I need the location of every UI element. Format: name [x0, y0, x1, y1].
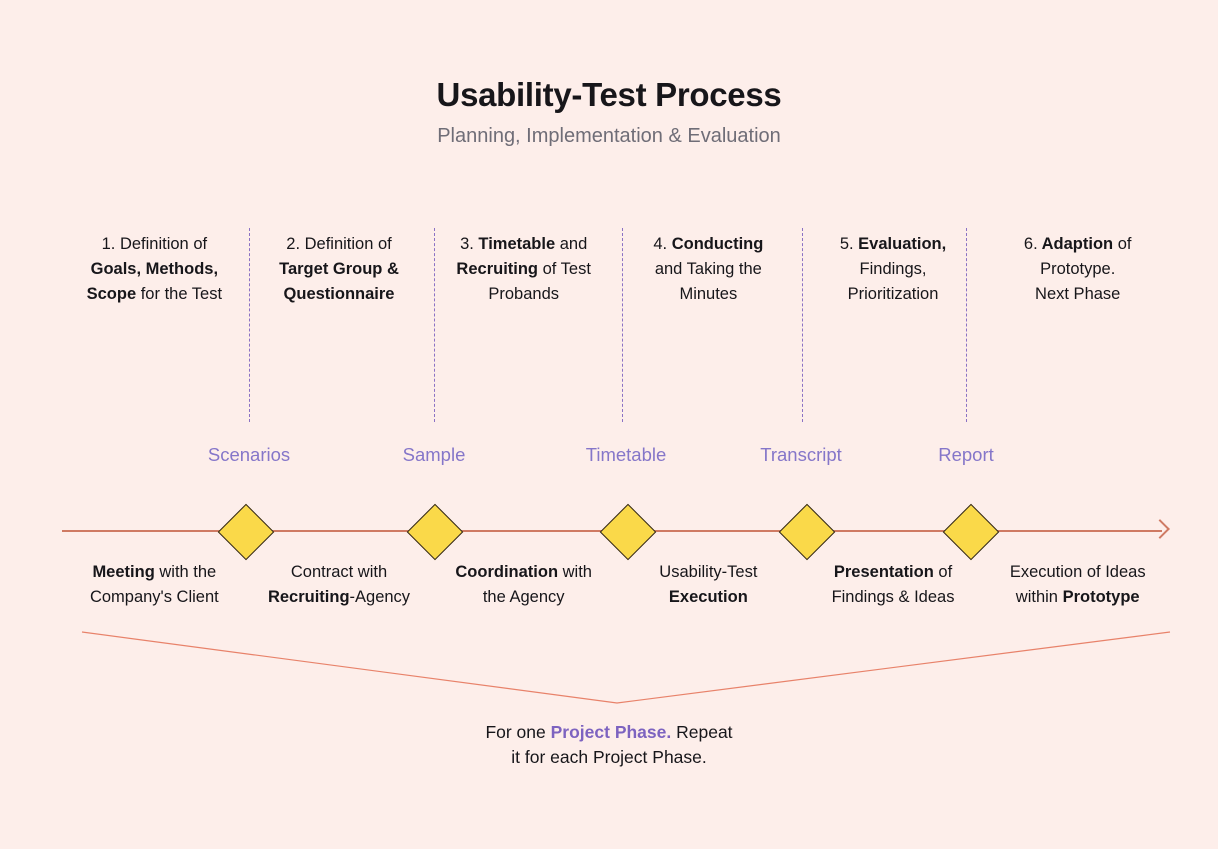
phase-number-3: 3. [460, 235, 474, 253]
activity-column-5: Presentation of Findings & Ideas [801, 560, 986, 610]
activity-1-bold: Meeting [92, 563, 155, 581]
page-subtitle: Planning, Implementation & Evaluation [437, 124, 781, 147]
phase-divider-2 [434, 228, 435, 422]
phase-5-line2: Findings, [859, 260, 927, 278]
phase-text-5: 5. Evaluation, Findings, Prioritization [807, 232, 980, 307]
activity-text-5: Presentation of Findings & Ideas [805, 560, 982, 610]
phase-4-line2: and Taking the [654, 260, 762, 278]
phase-2-line2: Target Group & [279, 260, 399, 278]
activity-column-3: Coordination with the Agency [431, 560, 616, 610]
footer-highlight: Project Phase. [550, 722, 672, 742]
activity-text-6: Execution of Ideas within Prototype [989, 560, 1166, 610]
activity-2-line2: -Agency [349, 588, 411, 606]
phase-6-line3: Next Phase [1035, 285, 1121, 303]
phase-3-line2-bold: Recruiting [456, 260, 539, 278]
activity-row: Meeting with the Company's Client Contra… [62, 560, 1170, 610]
phase-number-5: 5. [839, 235, 854, 253]
phase-1-line3-plain: for the Test [136, 285, 223, 303]
activity-column-4: Usability-Test Execution [616, 560, 801, 610]
deliverable-label-sample: Sample [402, 444, 466, 465]
phase-1-line2: Goals, Methods, [90, 260, 219, 278]
activity-column-2: Contract with Recruiting-Agency [247, 560, 432, 610]
phase-5-line1: Evaluation, [853, 235, 947, 253]
activity-6-bold: Prototype [1062, 588, 1140, 606]
phase-divider-4 [802, 228, 803, 422]
deliverable-label-scenarios: Scenarios [207, 444, 291, 465]
activity-1-line1: with the [154, 563, 217, 581]
milestone-diamond-2[interactable] [406, 503, 464, 561]
phase-3-line3: Probands [488, 285, 559, 303]
phase-1-line3-bold: Scope [86, 285, 137, 303]
phase-divider-5 [966, 228, 967, 422]
footer-part2: Repeat [671, 722, 733, 742]
phase-6-line1-bold: Adaption [1037, 235, 1114, 253]
deliverable-label-report: Report [938, 444, 994, 465]
phase-2-line1: Definition of [300, 235, 392, 253]
phase-column-6: 6. Adaption of Prototype. Next Phase [985, 232, 1170, 307]
activity-5-line2: Findings & Ideas [831, 588, 955, 606]
phase-text-1: 1. Definition of Goals, Methods, Scope f… [68, 232, 241, 307]
phase-text-2: 2. Definition of Target Group & Question… [253, 232, 426, 307]
activity-3-line2: the Agency [482, 588, 565, 606]
phase-text-4: 4. Conducting and Taking the Minutes [622, 232, 795, 307]
phase-divider-1 [249, 228, 250, 422]
activity-6-line2: within [1015, 588, 1063, 606]
activity-2-bold: Recruiting [267, 588, 350, 606]
activity-text-3: Coordination with the Agency [435, 560, 612, 610]
phase-6-line2: Prototype. [1040, 260, 1116, 278]
phase-column-5: 5. Evaluation, Findings, Prioritization [801, 232, 986, 307]
activity-column-1: Meeting with the Company's Client [62, 560, 247, 610]
phase-column-3: 3. Timetable and Recruiting of Test Prob… [431, 232, 616, 307]
activity-text-1: Meeting with the Company's Client [66, 560, 243, 610]
footer-part1: For one [485, 722, 551, 742]
milestone-diamond-3[interactable] [599, 503, 657, 561]
activity-2-line1: Contract with [290, 563, 388, 581]
phase-number-6: 6. [1023, 235, 1038, 253]
phase-description-row: 1. Definition of Goals, Methods, Scope f… [62, 232, 1170, 307]
phase-4-line1: Conducting [667, 235, 764, 253]
activity-5-line1: of [933, 563, 953, 581]
page-title: Usability-Test Process [436, 76, 782, 113]
phase-1-line1: Definition of [115, 235, 208, 253]
phase-3-line1-bold: Timetable [473, 235, 556, 253]
footer-caption: For one Project Phase. Repeat it for eac… [0, 720, 1218, 770]
activity-text-4: Usability-Test Execution [620, 560, 797, 610]
activity-column-6: Execution of Ideas within Prototype [985, 560, 1170, 610]
phase-2-line3: Questionnaire [283, 285, 395, 303]
phase-number-4: 4. [653, 235, 668, 253]
deliverable-label-transcript: Transcript [760, 444, 842, 465]
phase-divider-3 [622, 228, 623, 422]
activity-text-2: Contract with Recruiting-Agency [251, 560, 428, 610]
activity-3-bold: Coordination [455, 563, 559, 581]
phase-column-4: 4. Conducting and Taking the Minutes [616, 232, 801, 307]
activity-5-bold: Presentation [833, 563, 934, 581]
phase-column-1: 1. Definition of Goals, Methods, Scope f… [62, 232, 247, 307]
deliverable-label-timetable: Timetable [585, 444, 667, 465]
phase-3-line2-plain: of Test [538, 260, 591, 278]
phase-text-6: 6. Adaption of Prototype. Next Phase [991, 232, 1164, 307]
activity-4-line1: Usability-Test [659, 563, 758, 581]
activity-6-line1: Execution of Ideas [1009, 563, 1146, 581]
phase-column-2: 2. Definition of Target Group & Question… [247, 232, 432, 307]
activity-1-line2: Company's Client [89, 588, 219, 606]
header: Usability-Test Process Planning, Impleme… [0, 76, 1218, 148]
phase-4-line3: Minutes [679, 285, 738, 303]
phase-3-line1-plain: and [555, 235, 588, 253]
phase-6-line1-plain: of [1113, 235, 1132, 253]
activity-4-bold: Execution [668, 588, 748, 606]
timeline-arrow-icon [1150, 519, 1170, 539]
footer-line2: it for each Project Phase. [511, 747, 707, 767]
phase-5-line3: Prioritization [847, 285, 939, 303]
milestone-diamond-1[interactable] [217, 503, 275, 561]
milestone-diamond-5[interactable] [942, 503, 1000, 561]
phase-bracket [81, 631, 1171, 704]
phase-text-3: 3. Timetable and Recruiting of Test Prob… [437, 232, 610, 307]
phase-number-1: 1. [101, 235, 116, 253]
milestone-diamond-4[interactable] [778, 503, 836, 561]
activity-3-line1: with [558, 563, 592, 581]
phase-number-2: 2. [286, 235, 301, 253]
